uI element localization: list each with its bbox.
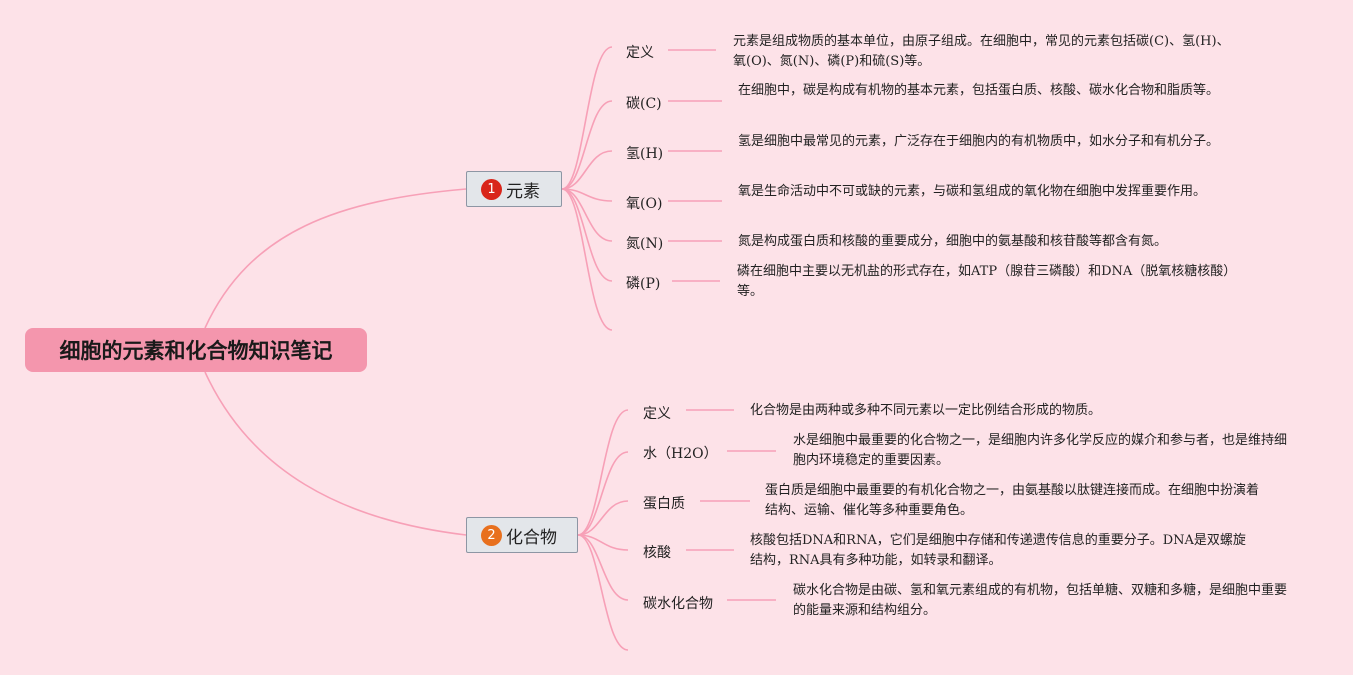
note-definition: 元素是组成物质的基本单位，由原子组成。在细胞中，常见的元素包括碳(C)、氢(H)…	[733, 34, 1230, 69]
number-badge-icon: 1	[481, 178, 502, 200]
connector-branch1-curve	[561, 46, 613, 190]
note-phosphorus: 磷在细胞中主要以无机盐的形式存在，如ATP（腺苷三磷酸）和DNA（脱氧核糖核酸）…	[737, 264, 1237, 299]
topic-carbon[interactable]: 碳(C)	[626, 96, 662, 112]
root-label: 细胞的元素和化合物知识笔记	[59, 339, 333, 363]
connector-branch2-curve	[577, 451, 629, 536]
connector-root-branch	[204, 188, 467, 329]
connector-branch2-curve	[577, 534, 629, 651]
branch-node-compounds[interactable]: 2 化合物	[466, 517, 578, 553]
note-carbon: 在细胞中，碳是构成有机物的基本元素，包括蛋白质、核酸、碳水化合物和脂质等。	[738, 83, 1220, 98]
connector-branch2-curve	[577, 409, 629, 536]
topic-water[interactable]: 水（H2O）	[643, 446, 718, 462]
branch-label: 元素	[506, 181, 540, 202]
topic-carbohydrate[interactable]: 碳水化合物	[643, 596, 713, 612]
connector-branch2-curve	[577, 500, 629, 536]
connector-branch1-curve	[561, 188, 613, 331]
topic-definition[interactable]: 定义	[643, 406, 671, 422]
connector-branch1-curve	[561, 100, 613, 190]
branch-label: 化合物	[506, 527, 557, 548]
topic-phosphorus[interactable]: 磷(P)	[626, 276, 661, 292]
connector-branch2-curve	[577, 534, 629, 601]
branch-node-elements[interactable]: 1 元素	[466, 171, 562, 207]
note-definition: 化合物是由两种或多种不同元素以一定比例结合形成的物质。	[750, 403, 1102, 418]
note-hydrogen: 氢是细胞中最常见的元素，广泛存在于细胞内的有机物质中，如水分子和有机分子。	[738, 134, 1220, 149]
topic-hydrogen[interactable]: 氢(H)	[626, 146, 664, 162]
note-water: 水是细胞中最重要的化合物之一，是细胞内许多化学反应的媒介和参与者，也是维持细胞内…	[793, 433, 1288, 468]
topic-protein[interactable]: 蛋白质	[643, 496, 685, 512]
connector-root-branch	[204, 371, 467, 536]
connector-branch1-curve	[561, 188, 613, 242]
note-oxygen: 氧是生命活动中不可或缺的元素，与碳和氢组成的氧化物在细胞中发挥重要作用。	[738, 184, 1207, 199]
note-nucleic-acid: 核酸包括DNA和RNA，它们是细胞中存储和传递遗传信息的重要分子。DNA是双螺旋…	[750, 533, 1246, 568]
topic-definition[interactable]: 定义	[626, 45, 654, 61]
topic-oxygen[interactable]: 氧(O)	[626, 196, 663, 212]
topic-nitrogen[interactable]: 氮(N)	[626, 236, 664, 252]
connector-branch1-curve	[561, 150, 613, 190]
note-protein: 蛋白质是细胞中最重要的有机化合物之一，由氨基酸以肽键连接而成。在细胞中扮演着结构…	[765, 483, 1260, 518]
number-badge-icon: 2	[481, 524, 502, 546]
note-nitrogen: 氮是构成蛋白质和核酸的重要成分，细胞中的氨基酸和核苷酸等都含有氮。	[738, 234, 1168, 249]
topic-nucleic-acid[interactable]: 核酸	[643, 545, 671, 561]
root-node[interactable]: 细胞的元素和化合物知识笔记	[25, 328, 367, 372]
connector-branch1-curve	[561, 188, 613, 282]
note-carbohydrate: 碳水化合物是由碳、氢和氧元素组成的有机物，包括单糖、双糖和多糖，是细胞中重要的能…	[793, 583, 1288, 618]
